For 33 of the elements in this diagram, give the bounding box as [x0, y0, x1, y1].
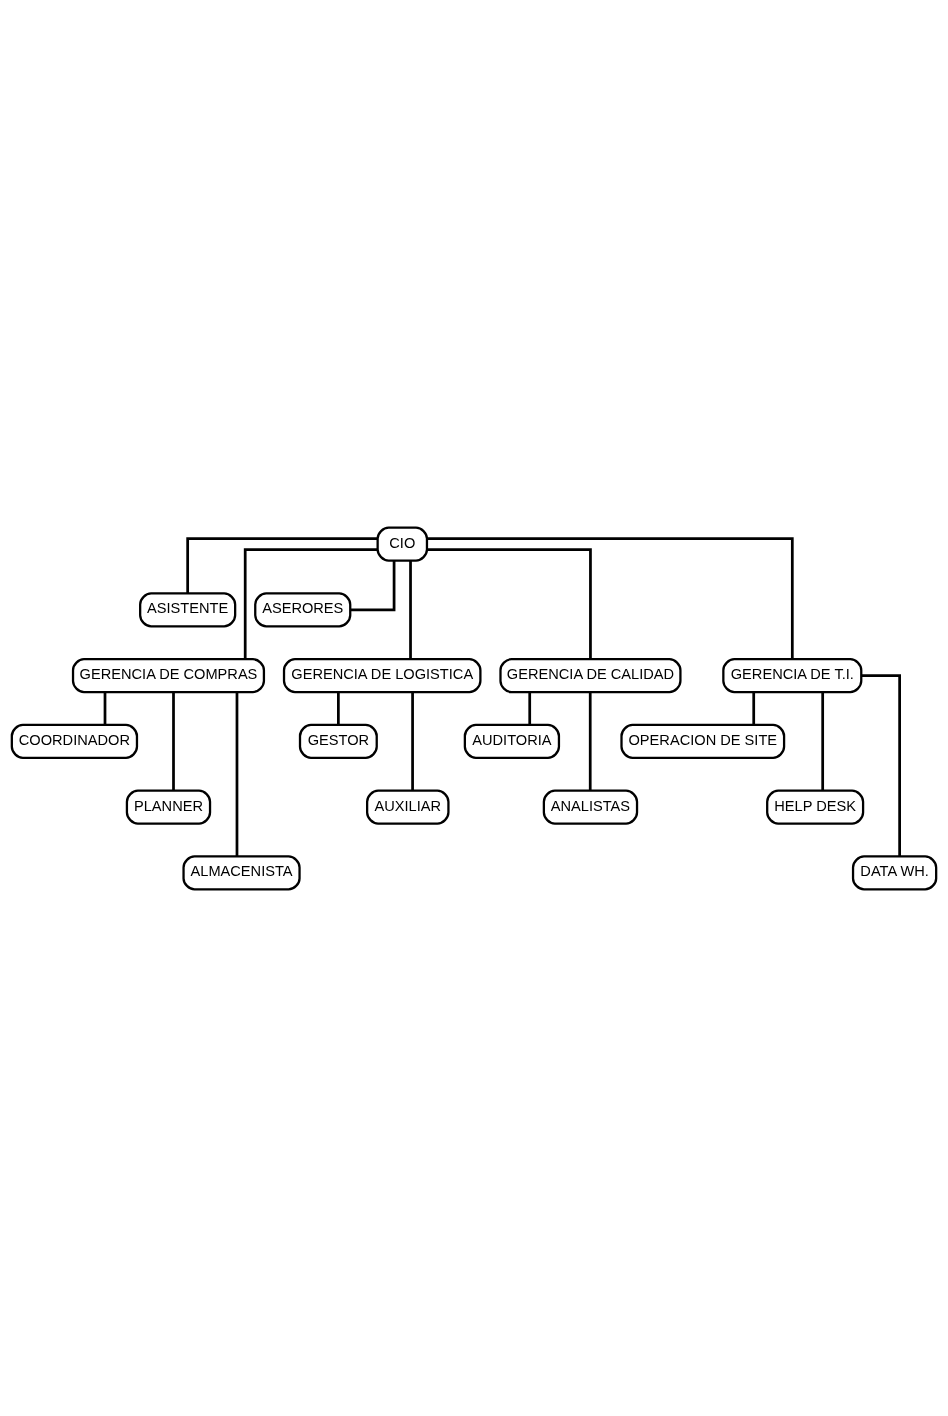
node-box: GERENCIA DE LOGISTICA	[282, 657, 482, 693]
node-box: ASISTENTE	[139, 591, 237, 627]
node-box: COORDINADOR	[10, 723, 139, 759]
node-box: AUDITORIA	[463, 723, 561, 759]
connector	[821, 691, 825, 791]
connector	[337, 691, 340, 725]
node-box: GERENCIA DE COMPRAS	[71, 657, 266, 693]
node-box: ANALISTAS	[542, 789, 639, 825]
node-box: HELP DESK	[766, 789, 865, 825]
connector	[427, 547, 592, 659]
node-box: PLANNER	[125, 789, 212, 825]
connector	[861, 673, 901, 856]
connector	[350, 560, 396, 611]
connector	[427, 536, 794, 659]
node-box: GESTOR	[298, 723, 378, 759]
node-box: AUXILIAR	[366, 789, 450, 825]
node-box: CIO	[376, 526, 429, 562]
node-box: ALMACENISTA	[182, 854, 301, 890]
connector	[588, 691, 592, 791]
connector	[243, 547, 378, 659]
connector	[235, 691, 239, 856]
node-box: OPERACION DE SITE	[620, 723, 786, 759]
connector	[411, 691, 414, 791]
connector	[186, 536, 378, 593]
connector	[528, 691, 532, 725]
connector	[752, 691, 756, 725]
node-box: DATA WH.	[851, 854, 938, 890]
node-box: ASERORES	[254, 591, 352, 627]
node-box: GERENCIA DE T.I.	[722, 657, 863, 693]
connector	[103, 691, 107, 725]
connector	[409, 560, 412, 659]
node-box: GERENCIA DE CALIDAD	[499, 657, 682, 693]
connector	[172, 691, 175, 791]
